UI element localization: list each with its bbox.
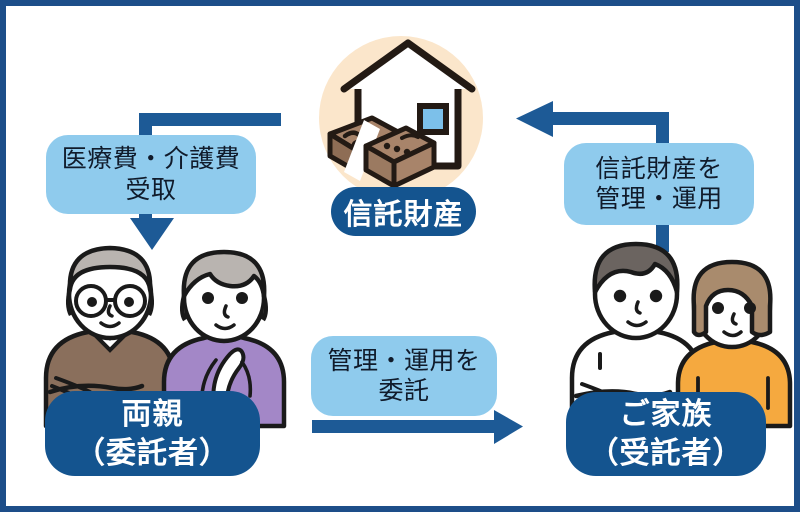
pill-family-trustee[interactable]: ご家族 （受託者） <box>566 392 766 476</box>
pill-line-1: ご家族 <box>619 398 713 431</box>
callout-line-2: 委託 <box>378 377 430 405</box>
pill-line-1: 信託財産 <box>343 198 464 231</box>
cash-band <box>344 120 380 181</box>
pill-parents-settlor[interactable]: 両親 （委託者） <box>45 391 260 476</box>
pill-line-1: 両親 <box>121 397 184 431</box>
callout-entrust-management[interactable]: 管理・運用を 委託 <box>311 336 497 416</box>
arrow-parents-to-family <box>312 410 523 444</box>
callout-line-2: 管理・運用 <box>595 185 723 213</box>
pill-line-2: （委託者） <box>75 436 230 470</box>
callout-line-2: 受取 <box>125 175 177 204</box>
callout-line-1: 信託財産を <box>595 154 723 183</box>
house-window-icon <box>417 103 449 135</box>
pill-line-2: （受託者） <box>588 437 744 470</box>
pill-trust-assets[interactable]: 信託財産 <box>331 187 476 236</box>
callout-line-1: 医療費・介護費 <box>61 145 241 173</box>
callout-manage-trust-assets[interactable]: 信託財産を 管理・運用 <box>564 143 754 225</box>
callout-medical-care-receipt[interactable]: 医療費・介護費 受取 <box>46 135 256 214</box>
diagram-inner: 医療費・介護費 受取 信託財産を 管理・運用 管理・運用を 委託 信託財産 両親… <box>6 6 794 506</box>
callout-line-1: 管理・運用を <box>327 346 481 375</box>
trust-asset-illustration <box>319 36 483 200</box>
cash-bundle-icon <box>327 115 437 189</box>
